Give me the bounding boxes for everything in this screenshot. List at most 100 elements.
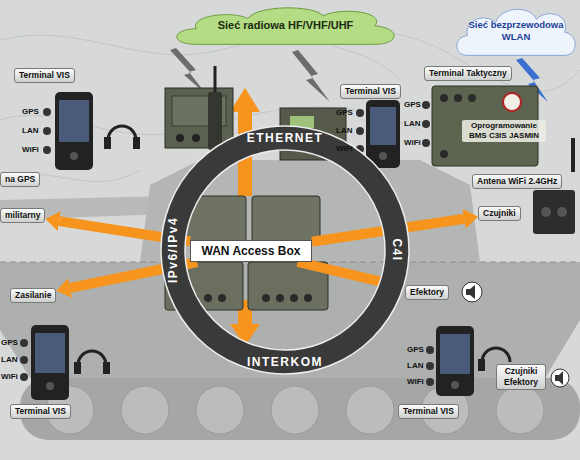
wlan-cloud: Sieć bezprzewodowa WLAN xyxy=(452,2,580,60)
lightning-bolt xyxy=(292,50,330,102)
device-connector xyxy=(204,294,212,302)
port-icon xyxy=(43,127,51,135)
device-connector xyxy=(262,294,270,302)
port-label: LAN xyxy=(336,126,352,136)
component-tag: Czujniki Efektory xyxy=(496,364,546,390)
device-connector xyxy=(454,94,462,102)
node-text: Terminal VIS xyxy=(19,70,70,81)
component-tag: Czujniki xyxy=(478,206,521,221)
port-icon xyxy=(43,146,51,154)
port-label: GPS xyxy=(1,338,18,348)
terminal-tag: Terminal VIS xyxy=(340,84,401,99)
sensor-device xyxy=(533,190,575,234)
ring-label: ETHERNET xyxy=(247,131,324,145)
component-tag: militarny xyxy=(0,208,45,223)
port-label: GPS xyxy=(407,345,424,355)
port-label: GPS xyxy=(22,107,39,117)
speaker-cone xyxy=(555,371,563,385)
wifi-antenna xyxy=(571,138,575,172)
port-icon xyxy=(356,109,364,117)
port-icon xyxy=(43,108,51,116)
speaker-icon xyxy=(551,369,569,387)
port-icon xyxy=(422,139,430,147)
port-icon xyxy=(20,373,28,381)
tank-wheel xyxy=(121,386,169,434)
node-text: Oprogramowanie BMS C3IS JASMIN xyxy=(462,120,546,142)
radio-knob xyxy=(192,134,200,142)
node-text: Terminal VIS xyxy=(345,86,396,97)
port-label: WiFi xyxy=(404,138,421,148)
headphones-cup xyxy=(103,362,110,374)
tank-wheel xyxy=(496,386,544,434)
node-text: Zasilanie xyxy=(15,290,51,301)
port-label: LAN xyxy=(22,126,38,136)
ring-label: C4I xyxy=(390,238,404,261)
headphones-cup xyxy=(478,359,485,371)
port-icon xyxy=(426,362,434,370)
port-label: LAN xyxy=(404,119,420,129)
handheld-antenna xyxy=(214,66,217,92)
terminal-tag: Terminal VIS xyxy=(10,404,71,419)
ring-edge xyxy=(185,150,385,350)
tank-hull xyxy=(0,262,580,378)
node-text: Sieć radiowa HF/VHF/UHF xyxy=(218,19,354,31)
node-text: Terminal VIS xyxy=(15,406,66,417)
speaker-icon xyxy=(462,282,482,302)
tank-wheel xyxy=(346,386,394,434)
port-icon xyxy=(426,378,434,386)
terminal-device xyxy=(31,325,69,400)
terminal-button xyxy=(451,381,459,389)
port-label: LAN xyxy=(1,355,17,365)
terminal-screen xyxy=(370,107,396,145)
speaker-cone xyxy=(466,285,475,299)
jasmin-logo xyxy=(503,93,521,111)
port-icon xyxy=(20,356,28,364)
headphones-cup xyxy=(133,137,140,149)
terminal-device xyxy=(436,326,474,396)
device-connector xyxy=(218,294,226,302)
radio-knob xyxy=(176,134,184,142)
terminal-device xyxy=(55,92,93,170)
port-icon xyxy=(422,120,430,128)
component-tag: Zasilanie xyxy=(10,288,56,303)
node-text: Czujniki xyxy=(483,208,516,219)
terminal-device xyxy=(366,100,400,168)
tank-wheel xyxy=(271,386,319,434)
node-text: Sieć bezprzewodowa WLAN xyxy=(452,19,580,43)
port-label: LAN xyxy=(407,361,423,371)
link-arrow xyxy=(298,262,392,284)
device-connector xyxy=(440,150,448,158)
tank-wheel xyxy=(196,386,244,434)
headphones-cup xyxy=(104,137,111,149)
ring-label: INTERKOM xyxy=(247,355,323,369)
terminal-screen xyxy=(440,334,470,374)
device-connector xyxy=(468,94,476,102)
port-label: GPS xyxy=(336,108,353,118)
radio-network-cloud: Sieć radiowa HF/VHF/UHF xyxy=(168,2,403,48)
hub-box: WAN Access Box xyxy=(190,240,312,262)
terminal-button xyxy=(46,382,54,390)
port-icon xyxy=(426,346,434,354)
port-icon xyxy=(356,127,364,135)
port-label: GPS xyxy=(404,100,421,110)
headphones-cup xyxy=(74,362,81,374)
terminal-button xyxy=(70,152,78,160)
component-tag: na GPS xyxy=(0,172,40,187)
tactical-terminal: Terminal TaktycznyOprogramowanie BMS C3I… xyxy=(422,66,547,166)
terminal-screen xyxy=(59,100,89,142)
headphones-icon xyxy=(482,348,510,362)
protocol-ring xyxy=(173,138,397,362)
handheld-radio xyxy=(208,92,222,150)
device-connector xyxy=(276,294,284,302)
port-label: WiFi xyxy=(336,144,353,154)
cloud-outline xyxy=(177,8,394,44)
node-text: na GPS xyxy=(5,174,35,185)
node-text: WAN Access Box xyxy=(202,244,301,258)
terminal-tag: Terminal VIS xyxy=(398,404,459,419)
device-connector xyxy=(304,294,312,302)
sensor-lens xyxy=(557,207,567,217)
headphones-icon xyxy=(108,126,136,140)
